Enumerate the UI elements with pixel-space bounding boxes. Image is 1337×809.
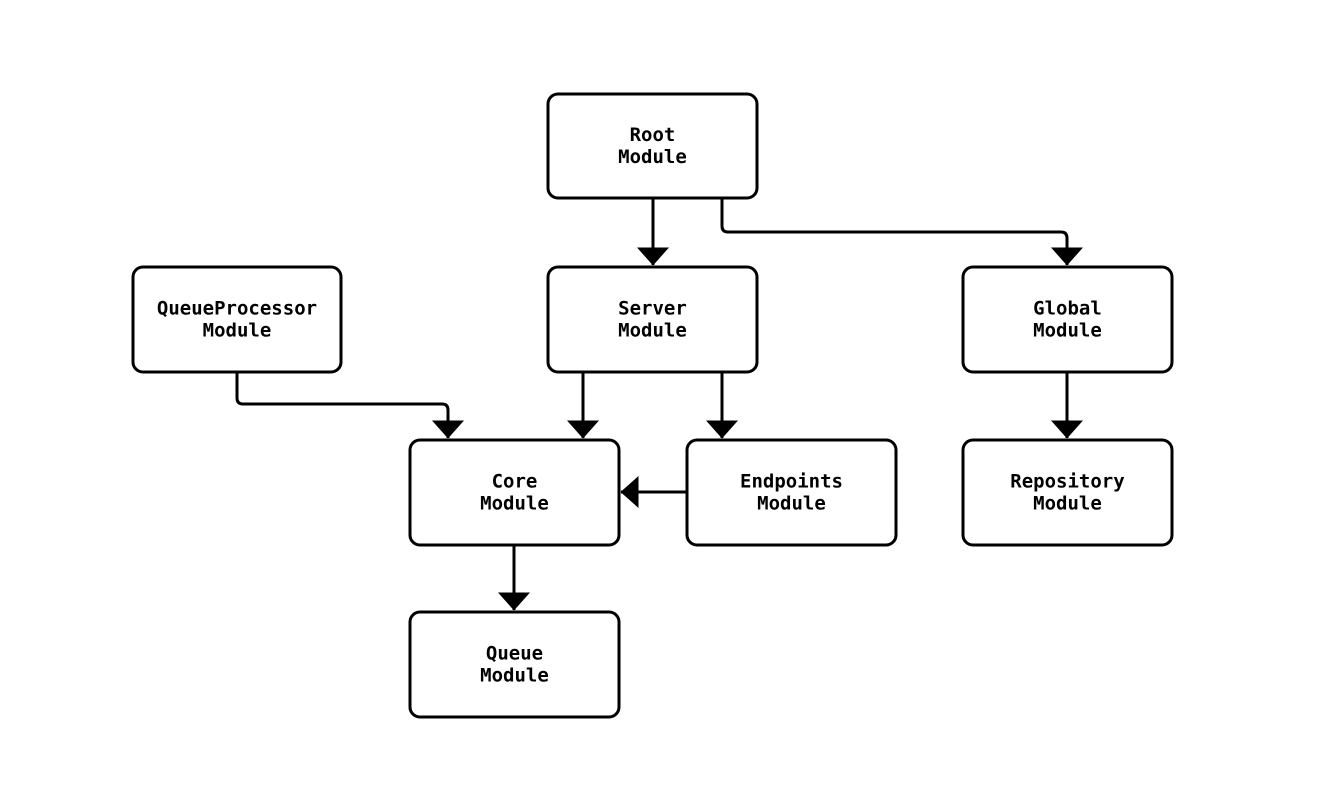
node-queueprocessor-box: [131, 265, 343, 374]
node-root-box: [546, 92, 759, 200]
node-repository-box: [961, 438, 1174, 547]
edge-root-to-global: [720, 198, 1083, 266]
node-server-box: [546, 265, 759, 374]
node-core-box: [408, 438, 621, 547]
node-global-box: [961, 265, 1174, 374]
edges-layer: [235, 198, 1083, 611]
node-queue-box: [408, 610, 621, 719]
edge-queueprocessor-to-core: [235, 372, 464, 439]
node-endpoints-box: [685, 438, 898, 547]
